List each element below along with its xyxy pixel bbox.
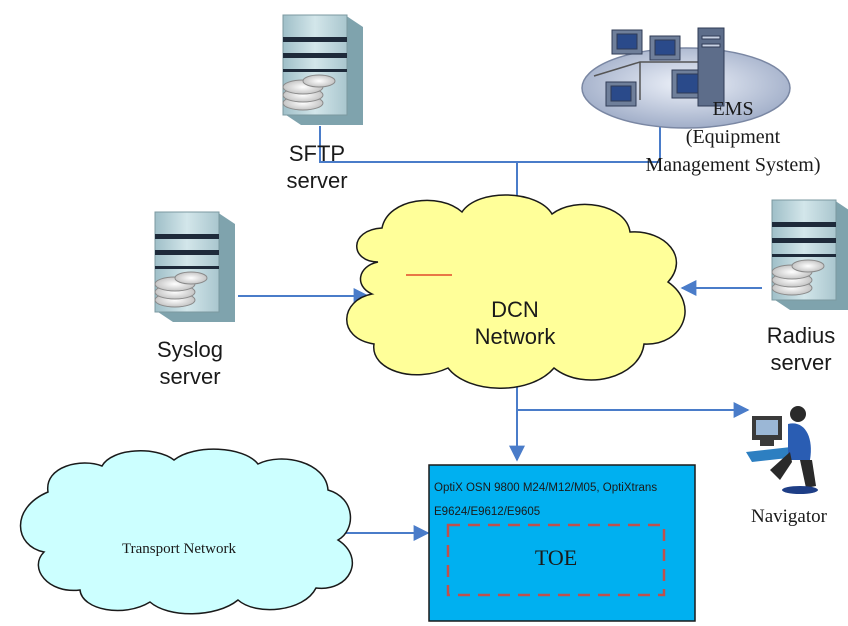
sftp-label-line1: SFTP bbox=[288, 141, 346, 166]
dcn-cloud-icon bbox=[346, 194, 686, 389]
ems-label-line3: Management System) bbox=[645, 154, 821, 176]
radius-label: Radius server bbox=[754, 322, 848, 376]
transport-label: Transport Network bbox=[121, 541, 237, 557]
transport-cloud-icon bbox=[19, 448, 354, 615]
sftp-label: SFTP server bbox=[272, 140, 362, 194]
syslog-server-icon bbox=[154, 211, 236, 323]
navigator-label: Navigator bbox=[751, 506, 827, 527]
sftp-to-bus-line bbox=[319, 126, 660, 163]
radius-server-icon bbox=[771, 199, 848, 311]
ne-model-line2: E9624/E9612/E9605 bbox=[434, 506, 541, 518]
ems-label-line1: EMS bbox=[712, 98, 754, 120]
dcn-label-line2: Network bbox=[474, 324, 556, 349]
radius-label-line1: Radius bbox=[766, 323, 836, 348]
dcn-label: DCN Network bbox=[460, 296, 570, 350]
toe-label: TOE bbox=[534, 545, 578, 570]
ne-model-label: OptiX OSN 9800 M24/M12/M05, OptiXtrans E… bbox=[434, 476, 694, 524]
ems-label: EMS (Equipment Management System) bbox=[622, 95, 844, 179]
syslog-label-line1: Syslog bbox=[156, 337, 224, 362]
ems-label-line2: (Equipment bbox=[685, 126, 781, 148]
syslog-label-line2: server bbox=[159, 364, 221, 389]
dcn-label-line1: DCN bbox=[491, 297, 539, 322]
sftp-server-icon bbox=[282, 14, 364, 126]
navigator-operator-icon bbox=[746, 406, 818, 494]
toe-box bbox=[446, 523, 666, 597]
connectors bbox=[238, 118, 762, 541]
sftp-label-line2: server bbox=[286, 168, 348, 193]
ne-model-line1: OptiX OSN 9800 M24/M12/M05, OptiXtrans bbox=[434, 482, 658, 494]
ems-network-pcs-icon bbox=[581, 27, 791, 129]
ne-box bbox=[428, 464, 696, 622]
syslog-label: Syslog server bbox=[140, 336, 240, 390]
radius-label-line2: server bbox=[770, 350, 832, 375]
